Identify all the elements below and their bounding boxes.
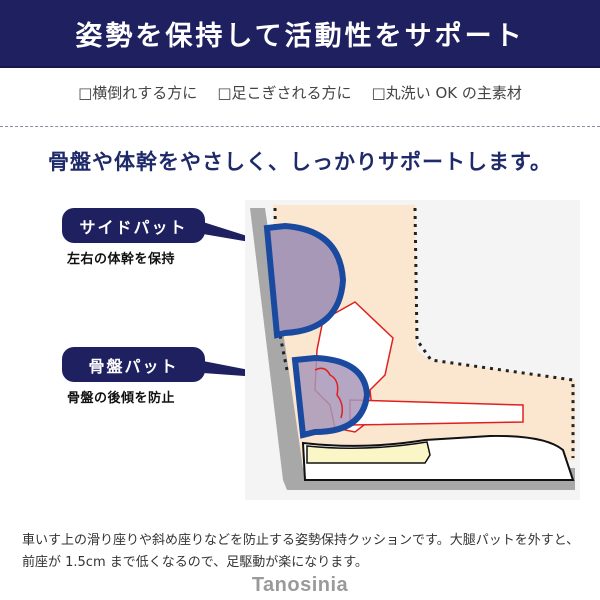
feature-item: □横倒れする方に <box>78 84 198 102</box>
dashed-divider <box>0 126 600 127</box>
chair-frame <box>250 208 575 490</box>
side-pad-callout: サイドパット <box>62 208 205 243</box>
pelvic-pad-callout: 骨盤パット <box>62 347 205 382</box>
headline: 骨盤や体幹をやさしく、しっかりサポートします。 <box>48 150 552 174</box>
product-description: 車いす上の滑り座りや斜め座りなどを防止する姿勢保持クッションです。大腿パットを外… <box>22 533 580 570</box>
side-pad <box>263 222 347 339</box>
pelvic-pad-description: 骨盤の後傾を防止 <box>67 391 176 406</box>
pelvic-pad <box>291 354 371 439</box>
feature-item: □足こぎされる方に <box>217 84 352 102</box>
header-title: 姿勢を保持して活動性をサポート <box>75 20 525 52</box>
feature-list: □横倒れする方に □足こぎされる方に □丸洗い OK の主素材 <box>0 82 600 106</box>
side-pad-title: サイドパット <box>79 217 188 237</box>
side-pad-description: 左右の体幹を保持 <box>67 252 176 267</box>
watermark: Tanosinia <box>251 574 349 596</box>
cushion-diagram <box>245 200 580 500</box>
feature-item: □丸洗い OK の主素材 <box>371 84 522 102</box>
header-banner: 姿勢を保持して活動性をサポート <box>0 0 600 68</box>
pelvic-pad-title: 骨盤パット <box>88 356 179 376</box>
